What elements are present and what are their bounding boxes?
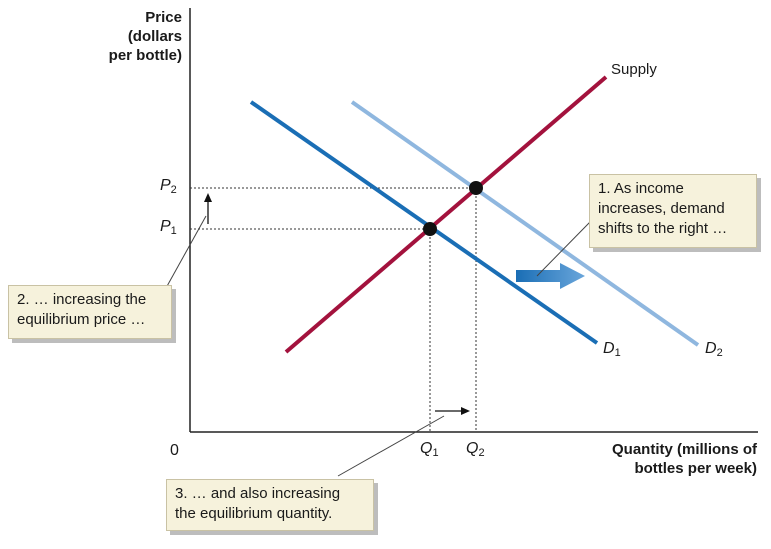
y-tick-p2-base: P [160,177,171,194]
x-axis-title: Quantity (millions of bottles per week) [537,440,757,478]
d1-label-sub: 1 [614,347,621,359]
callout-2-leader [165,215,207,289]
x-axis-title-line-1: Quantity (millions of [612,441,757,458]
callout-3-line-2: the equilibrium quantity. [175,505,333,522]
x-tick-q2-base: Q [466,440,479,457]
d1-label-base: D [603,340,615,357]
d2-label-base: D [705,340,717,357]
y-tick-p1-sub: 1 [170,225,177,237]
x-tick-q1-base: Q [420,440,433,457]
d2-label: D2 [705,340,723,359]
y-axis-title-line-2: (dollars [127,28,182,45]
callout-1-leader [536,221,591,277]
equilibrium-point-1 [423,222,437,236]
d1-label: D1 [603,340,621,359]
y-tick-p1: P1 [160,218,177,237]
callout-1-line-2: increases, demand [598,200,725,217]
quantity-increase-arrowhead [461,407,470,415]
x-axis-title-line-2: bottles per week) [634,460,757,477]
x-tick-q1: Q1 [420,440,439,459]
y-axis-title-line-3: per bottle) [108,47,182,64]
y-tick-p2: P2 [160,177,177,196]
callout-2-line-1: 2. … increasing the [17,291,147,308]
supply-curve [284,75,608,354]
price-increase-arrowhead [204,193,212,202]
y-axis-title: Price (dollars per bottle) [96,8,182,65]
callout-1-line-3: shifts to the right … [598,220,728,237]
callout-2-line-2: equilibrium price … [17,311,146,328]
callout-3-line-1: 3. … and also increasing [175,485,341,502]
callout-3-leader [337,415,445,477]
callout-1-line-1: 1. As income [598,180,684,197]
supply-label: Supply [611,61,657,78]
callout-price: 2. … increasing the equilibrium price … [8,285,172,339]
callout-demand-shift: 1. As income increases, demand shifts to… [589,174,757,248]
demand-shift-arrow [516,263,585,289]
x-tick-q2-sub: 2 [478,447,485,459]
demand-curve-d1 [249,100,599,345]
y-tick-p2-sub: 2 [170,184,177,196]
origin-label: 0 [170,442,179,459]
x-tick-q2: Q2 [466,440,485,459]
demand-curve-d2 [350,100,700,347]
callout-quantity: 3. … and also increasing the equilibrium… [166,479,374,531]
equilibrium-point-2 [469,181,483,195]
y-tick-p1-base: P [160,218,171,235]
d2-label-sub: 2 [716,347,723,359]
x-tick-q1-sub: 1 [432,447,439,459]
y-axis-title-line-1: Price [145,9,182,26]
